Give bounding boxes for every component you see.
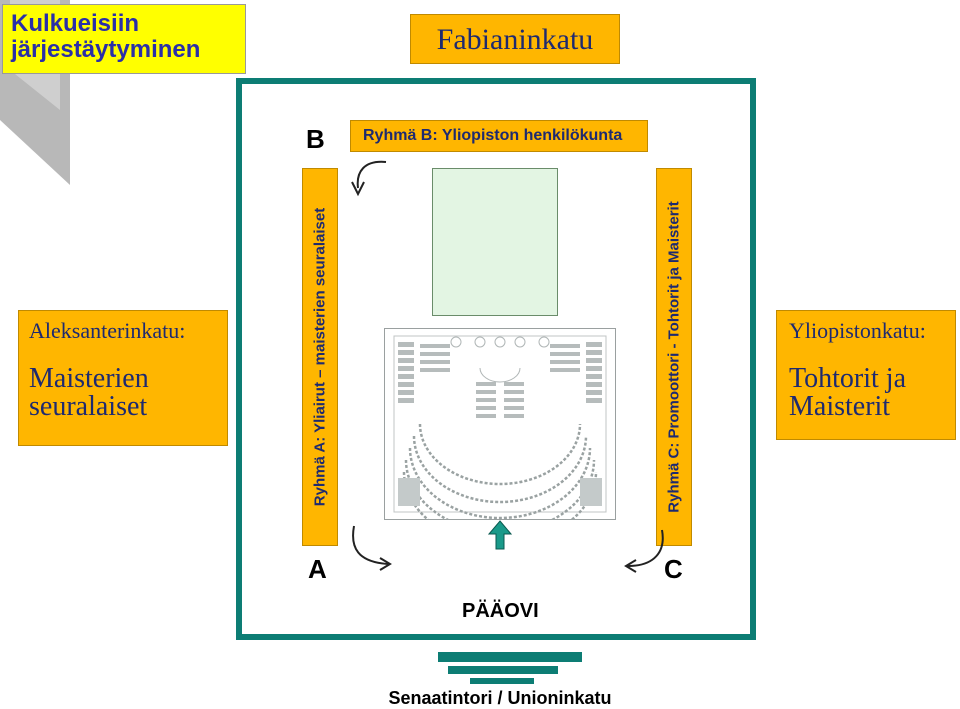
curved-arrow-icon [624,529,664,573]
entrance-b-letter: B [306,124,325,154]
seating-plan-icon [384,328,616,520]
street-bottom-label: Senaatintori / Unioninkatu [388,688,612,708]
street-top-label: Fabianinkatu [410,14,620,64]
street-right-name: Yliopistonkatu: [789,318,926,343]
group-c-box: Ryhmä C: Promoottori - Tohtorit ja Maist… [656,168,692,546]
street-right-group-line-1: Tohtorit ja [789,363,907,394]
entrance-c-letter: C [664,554,683,584]
page-title: Kulkueisiin järjestäytyminen [2,4,246,74]
street-left-name: Aleksanterinkatu: [29,318,186,343]
group-a-label: Ryhmä A: Yliairut – maisterien seuralais… [311,207,329,507]
title-line-1: Kulkueisiin [11,10,140,37]
curved-arrow-icon [351,160,387,197]
group-a-box: Ryhmä A: Yliairut – maisterien seuralais… [302,168,338,546]
street-right-label: Yliopistonkatu: Tohtorit ja Maisterit [776,310,956,440]
street-right-group-line-2: Maisterit [789,391,891,422]
main-door-label: PÄÄOVI [462,600,539,622]
stage-area [432,168,558,316]
up-arrow-icon [488,520,512,550]
street-left-label: Aleksanterinkatu: Maisterien seuralaiset [18,310,228,446]
group-c-label: Ryhmä C: Promoottori - Tohtorit ja Maist… [665,201,683,513]
entrance-step-2 [448,666,558,674]
curved-arrow-icon [352,525,392,571]
street-left-group-line-2: seuralaiset [29,391,148,422]
entrance-a-letter: A [308,554,327,584]
street-left-group-line-1: Maisterien [29,363,149,394]
entrance-step-3 [470,678,534,684]
group-b-label: Ryhmä B: Yliopiston henkilökunta [350,120,648,152]
title-line-2: järjestäytyminen [11,36,201,63]
entrance-step-1 [438,652,582,662]
